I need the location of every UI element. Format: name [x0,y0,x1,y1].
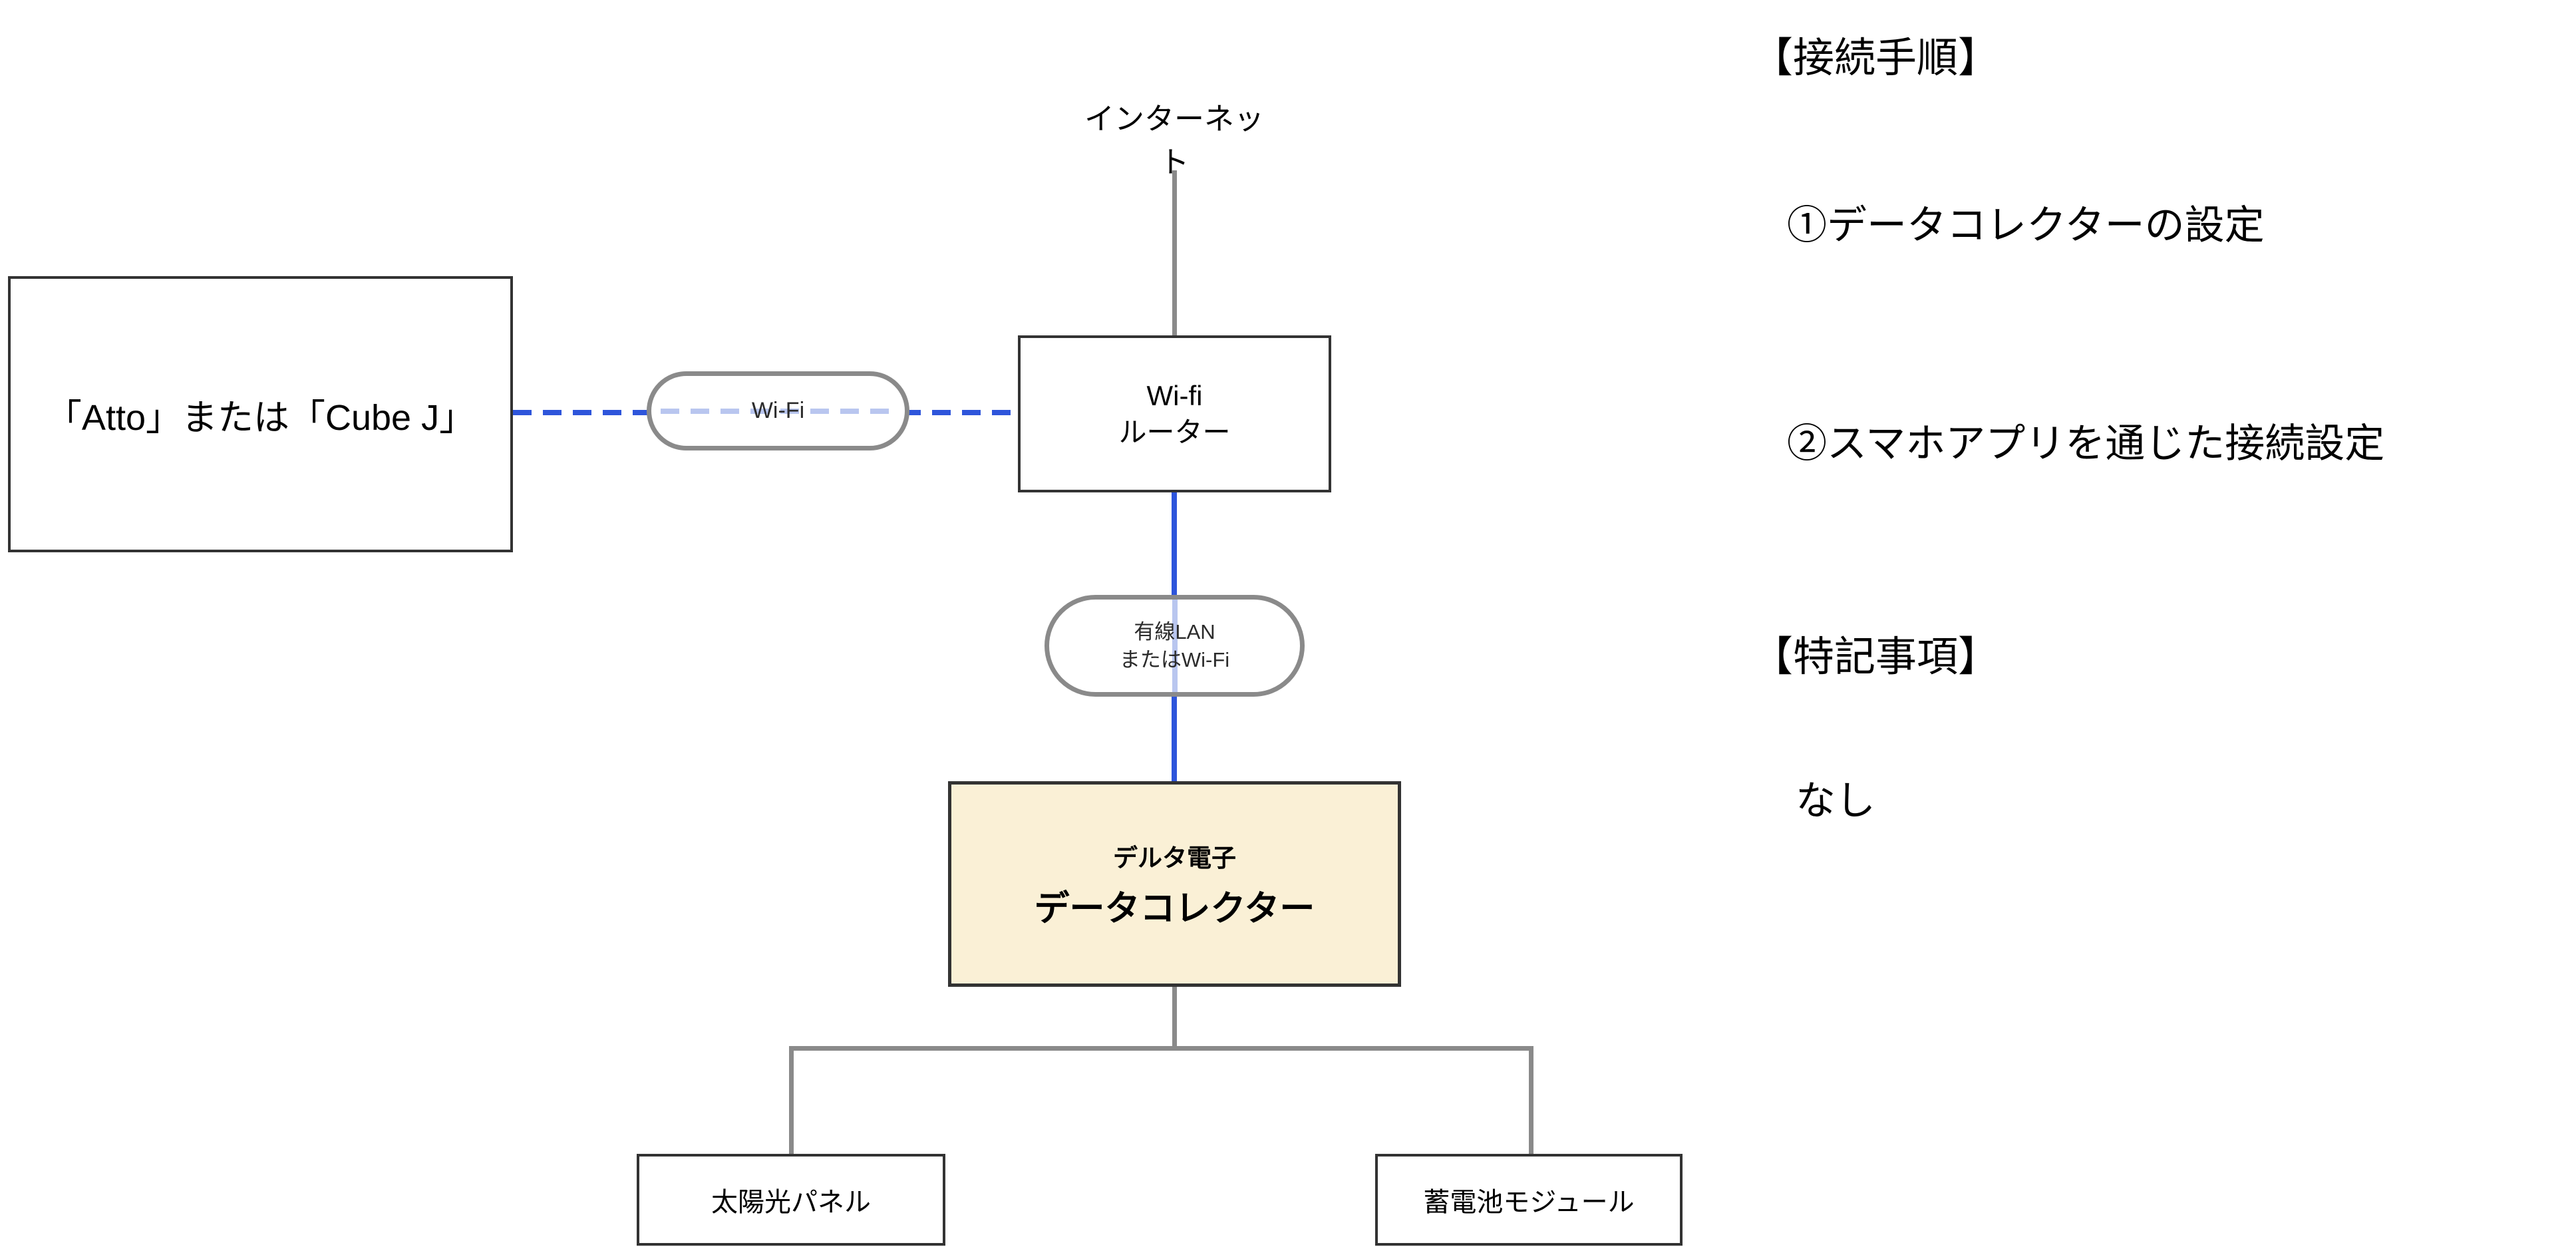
lan-pill-label-line2: またはWi-Fi [1119,647,1230,671]
procedure-step-1: ①データコレクターの設定 [1787,203,2265,248]
device-node-label: 「Atto」または「Cube J」 [45,398,476,438]
procedure-heading: 【接続手順】 [1752,35,2000,81]
wifi-router-label-line1: Wi-fi [1146,379,1203,411]
data-collector-node: デルタ電子 データコレクター [948,781,1401,987]
branch-drop-to-solar [789,1046,794,1154]
device-node-atto-cubej: 「Atto」または「Cube J」 [8,276,513,552]
wifi-router-node: Wi-fi ルーター [1018,335,1331,492]
wifi-pill-label: Wi-Fi [751,398,805,423]
branch-horizontal-line [789,1046,1533,1051]
connector-internet-to-router [1172,170,1177,335]
data-collector-label: データコレクター [1034,888,1315,928]
wifi-router-label-line2: ルーター [1118,417,1231,448]
internet-label: インターネット [1084,102,1264,179]
data-collector-vendor-label: デルタ電子 [1113,844,1236,872]
lan-pill-label-line1: 有線LAN [1134,620,1215,643]
remarks-body: なし [1796,779,1875,823]
connector-collector-to-branch [1172,987,1177,1050]
lan-connection-pill: 有線LAN またはWi-Fi [1045,595,1305,697]
solar-panel-node: 太陽光パネル [637,1154,945,1246]
wifi-pill-dashed-line [661,408,895,414]
solar-panel-label: 太陽光パネル [711,1188,871,1217]
wifi-connection-pill: Wi-Fi [647,371,909,450]
battery-module-label: 蓄電池モジュール [1423,1188,1635,1217]
lan-pill-through-line [1172,600,1178,692]
branch-drop-to-battery [1529,1046,1533,1154]
procedure-step-2: ②スマホアプリを通じた接続設定 [1787,421,2385,466]
remarks-heading: 【特記事項】 [1752,634,2000,680]
battery-module-node: 蓄電池モジュール [1375,1154,1683,1246]
